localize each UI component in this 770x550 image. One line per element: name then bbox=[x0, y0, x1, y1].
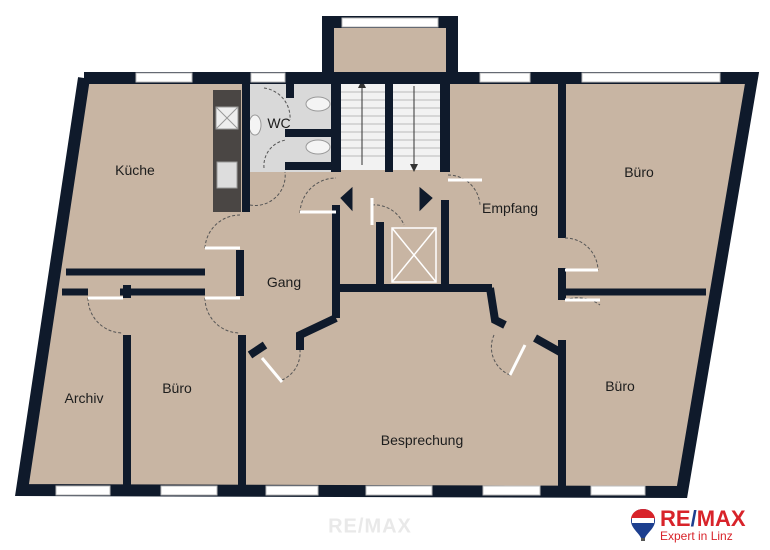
balloon-icon bbox=[631, 509, 655, 541]
watermark: RE/MAX bbox=[328, 515, 412, 538]
logo-brand-left: RE bbox=[660, 506, 691, 531]
room-label-office-left: Büro bbox=[162, 380, 192, 396]
stair-tower-floor bbox=[330, 28, 450, 78]
staircase bbox=[340, 80, 442, 172]
room-label-hallway: Gang bbox=[266, 274, 302, 290]
room-label-archive: Archiv bbox=[64, 390, 104, 406]
logo-brand-right: MAX bbox=[696, 506, 746, 531]
remax-logo: RE/MAX Expert in Linz bbox=[630, 508, 746, 542]
logo-brand-slash: / bbox=[690, 506, 697, 531]
logo-tagline: Expert in Linz bbox=[660, 529, 733, 543]
windows bbox=[55, 17, 721, 496]
room-label-meeting: Besprechung bbox=[380, 432, 464, 448]
room-label-kitchen: Küche bbox=[115, 162, 155, 178]
room-label-wc: WC bbox=[267, 115, 291, 131]
toilets bbox=[248, 96, 331, 155]
door-swings bbox=[87, 87, 601, 381]
room-label-reception: Empfang bbox=[481, 200, 539, 216]
door-leaves bbox=[88, 178, 600, 383]
elevator bbox=[391, 227, 437, 283]
kitchen-counter bbox=[213, 90, 241, 212]
room-label-office-top-right: Büro bbox=[624, 164, 654, 180]
room-label-office-bottom-right: Büro bbox=[605, 378, 635, 394]
